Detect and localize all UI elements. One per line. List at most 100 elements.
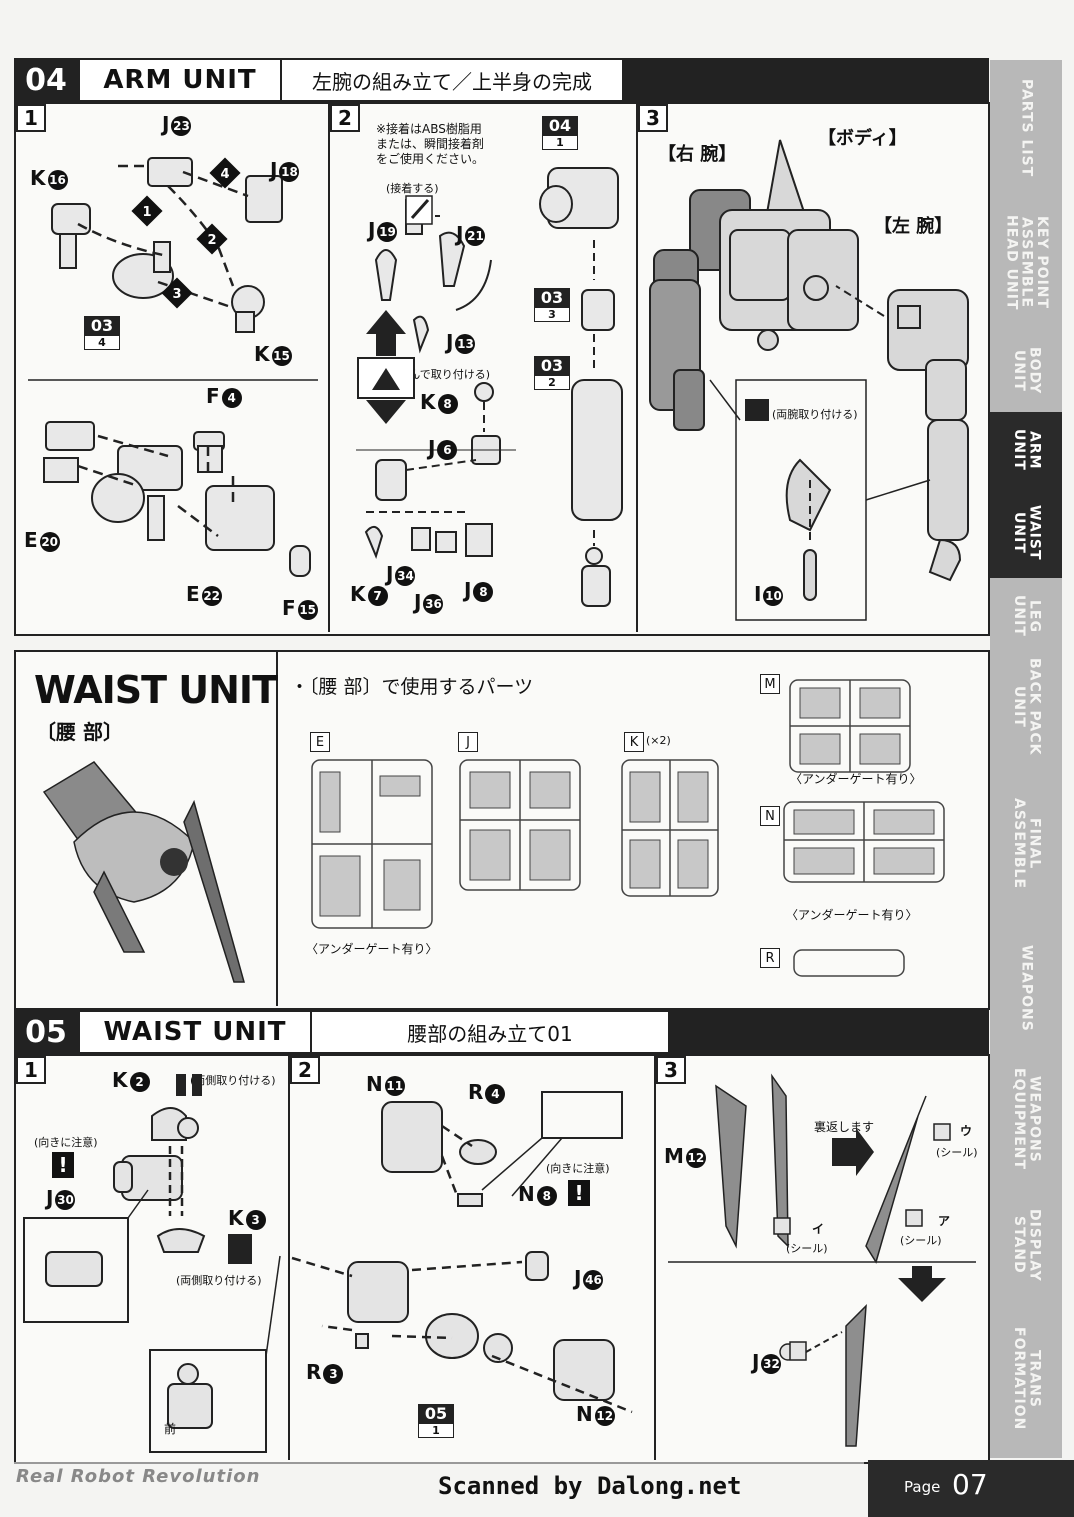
tab-key-point-assemble-head-unit[interactable]: KEY POINT ASSEMBLE HEAD UNIT [990,196,1062,332]
section-04-header: 04 ARM UNIT 左腕の組み立て／上半身の完成 [14,58,989,102]
page-number: 07 [952,1468,988,1501]
tab-parts-list[interactable]: PARTS LIST [990,60,1062,198]
choose-note: (選んで取り付ける) [394,368,491,381]
step-3-diagram [649,139,969,621]
tab-waist-unit[interactable]: WAIST UNIT [990,488,1062,580]
s05-step-1-diagram [23,1074,281,1453]
tab-label: TRANS FORMATION [1011,1327,1043,1431]
caution-note-1: (向きに注意) [34,1136,98,1149]
sprue-r-label: R [760,948,780,968]
label-right-arm: 【右 腕】 [658,144,737,165]
waist-render-image [42,761,245,983]
section-04-title: ARM UNIT [78,58,282,102]
tab-label: FINAL ASSEMBLE [1011,798,1043,890]
sprue-n-label: N [760,806,780,826]
caution-note-2: (向きに注意) [546,1162,610,1175]
flip-note: 裏返します [814,1120,875,1134]
tab-leg-unit[interactable]: LEG UNIT [990,578,1062,656]
attach-both-arms-note: (両腕取り付ける) [772,408,858,421]
step-1-diagram: 1 2 3 4 [28,157,318,577]
tab-label: DISPLAY STAND [1011,1208,1043,1282]
step-3-number: 3 [638,104,668,132]
tab-label: WAIST UNIT [1011,505,1043,561]
step-1-number: 1 [16,104,46,132]
arrow-step-2: 2 [207,233,216,248]
s05-step-3-number: 3 [656,1056,686,1084]
tab-label: BODY UNIT [1011,347,1043,395]
sprue-j-label: J [458,732,478,752]
seal-note-u: (シール) [936,1146,978,1159]
seal-a-letter: ア [938,1214,951,1228]
tab-final-assemble[interactable]: FINAL ASSEMBLE [990,760,1062,930]
sprue-e-label: E [310,732,330,752]
sprue-diagrams [311,679,945,977]
page-number-box: Page 07 [868,1460,1074,1517]
arrow-step-4: 4 [220,167,229,182]
tab-body-unit[interactable]: BODY UNIT [990,330,1062,414]
tab-arm-unit[interactable]: ARM UNIT [990,412,1062,490]
tab-weapons[interactable]: WEAPONS [990,928,1062,1050]
sprue-m-label: M [760,674,780,694]
sprue-k-label: K [624,732,644,752]
brand-footer: Real Robot Revolution [16,1466,261,1487]
section-04-number: 04 [14,58,78,102]
tab-display-stand[interactable]: DISPLAY STAND [990,1190,1062,1302]
scanned-credit: Scanned by Dalong.net [438,1472,742,1500]
s05-step-2-diagram [291,1091,633,1414]
tab-label: LEG UNIT [1011,595,1043,637]
sprue-n-caption: 〈アンダーゲート有り〉 [786,908,918,922]
sprue-k-count: (×2) [646,734,671,747]
arrow-step-1: 1 [142,205,151,220]
tab-back-pack-unit[interactable]: BACK PACK UNIT [990,654,1062,762]
seal-u-letter: ウ [960,1124,973,1138]
sprue-m-caption: 〈アンダーゲート有り〉 [790,772,922,786]
step-2-diagram [356,167,623,607]
tab-label: KEY POINT ASSEMBLE HEAD UNIT [1003,215,1051,311]
parts-heading: ・〔腰 部〕で使用するパーツ [290,676,534,698]
arrow-step-3: 3 [172,287,181,302]
label-left-arm: 【左 腕】 [874,216,953,237]
waist-panel-title: WAIST UNIT [34,668,278,712]
tab-trans-formation[interactable]: TRANS FORMATION [990,1300,1062,1460]
front-label: 前 [164,1422,177,1436]
label-body: 【ボディ】 [818,128,907,149]
page-label: Page [904,1478,941,1496]
tab-weapons-equipment[interactable]: WEAPONS EQUIPMENT [990,1048,1062,1192]
s05-step-2-number: 2 [290,1056,320,1084]
section-05-title: WAIST UNIT [78,1010,312,1054]
section-05-subtitle: 腰部の組み立て01 [312,1010,670,1054]
tab-label: WEAPONS EQUIPMENT [1011,1067,1043,1171]
seal-note-i: (シール) [786,1242,828,1255]
sprue-e-caption: 〈アンダーゲート有り〉 [306,942,438,956]
glue-label: (接着する) [386,182,439,195]
tab-label: PARTS LIST [1018,78,1035,178]
section-04-subtitle: 左腕の組み立て／上半身の完成 [282,58,624,102]
